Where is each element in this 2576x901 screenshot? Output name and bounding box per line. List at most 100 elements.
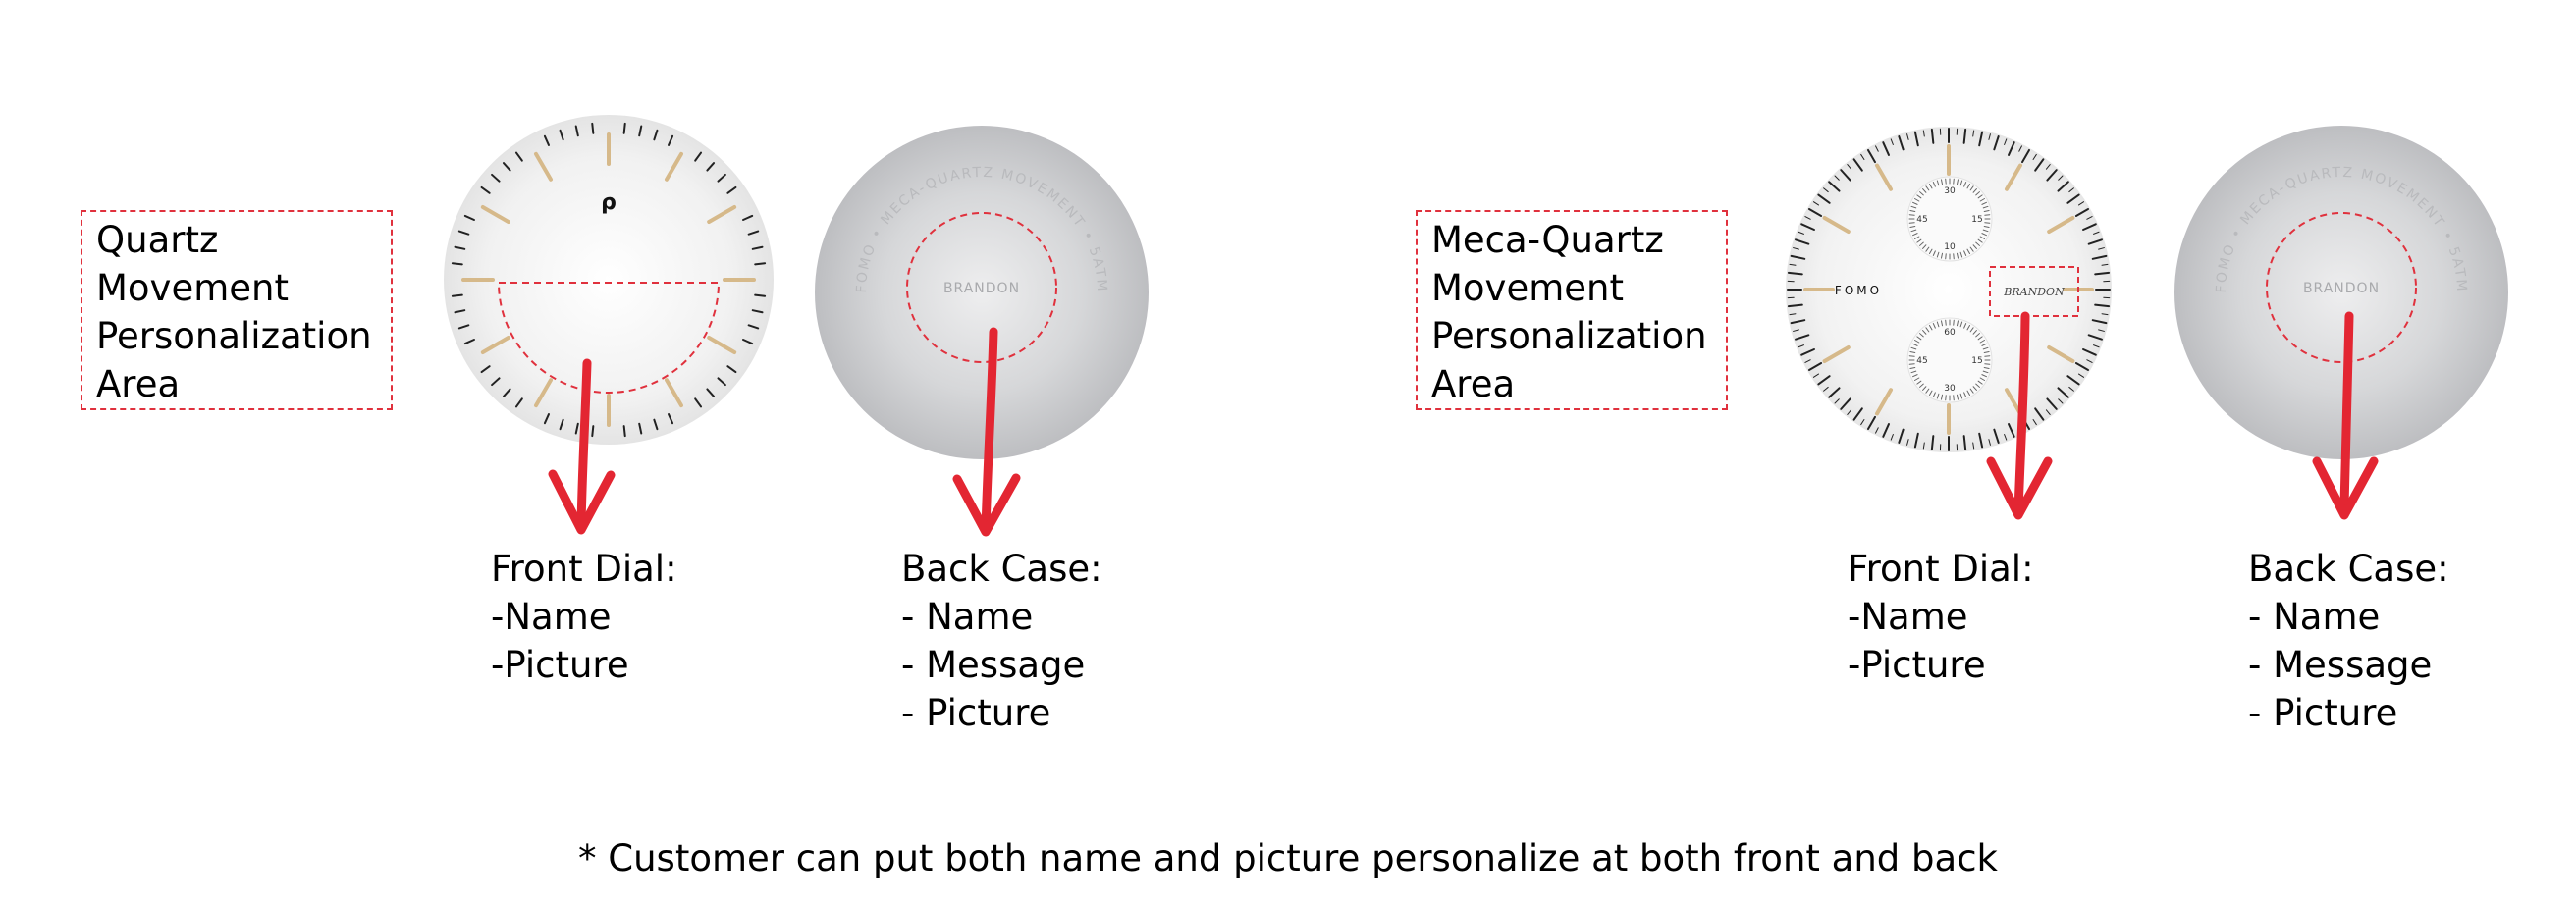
minute-tick: [591, 122, 595, 134]
minute-tick: [1789, 313, 1797, 316]
minute-tick: [1988, 133, 1991, 140]
minute-tick: [1945, 178, 1947, 185]
minute-tick: [1956, 394, 1959, 400]
minute-tick: [1953, 178, 1955, 185]
minute-tick: [1975, 383, 1980, 388]
minute-tick: [1890, 138, 1894, 145]
minute-tick: [2058, 398, 2064, 404]
personalization-zone-outline: [2266, 212, 2417, 363]
minute-tick: [454, 309, 466, 314]
footnote: * Customer can put both name and picture…: [578, 837, 1998, 879]
minute-ticks: [1787, 128, 2111, 451]
minute-tick: [1981, 233, 1987, 237]
hour-marker: [665, 378, 683, 408]
area-label-line: Personalization: [1431, 315, 1707, 357]
subdial-bottom: [1906, 317, 1993, 403]
minute-tick: [1979, 198, 1986, 202]
quartz-area-label: Quartz Movement Personalization Area: [80, 210, 393, 410]
dial-name: BRANDON: [2003, 286, 2065, 298]
minute-tick: [1962, 128, 1967, 144]
minute-ticks: [451, 122, 767, 438]
minute-tick: [1956, 320, 1959, 327]
minute-tick: [747, 230, 760, 236]
minute-tick: [1882, 423, 1890, 438]
meca-quartz-back-case-graphic: FOMO • MECA-QUARTZ MOVEMENT • 5ATM BRAND…: [2174, 126, 2508, 459]
minute-tick: [1930, 435, 1935, 451]
meca-quartz-front-dial-caption: Front Dial: -Name -Picture: [1848, 545, 2034, 689]
minute-tick: [2078, 373, 2085, 378]
quartz-back-case: FOMO • MECA-QUARTZ MOVEMENT • 5ATM BRAND…: [815, 126, 1149, 459]
minute-tick: [1925, 327, 1930, 333]
minute-tick: [1972, 330, 1977, 335]
case-surface: [815, 126, 1149, 459]
minute-tick: [2034, 407, 2045, 421]
minute-tick: [2087, 238, 2103, 245]
minute-tick: [1983, 209, 1990, 213]
minute-tick: [717, 377, 726, 387]
minute-tick: [1906, 439, 1909, 446]
minute-tick: [1940, 179, 1944, 186]
minute-tick: [1977, 238, 1983, 243]
minute-tick: [1993, 135, 2000, 151]
minute-tick: [1966, 324, 1970, 331]
minute-tick: [622, 425, 626, 438]
minute-tick: [1882, 141, 1890, 156]
minute-tick: [742, 339, 754, 345]
minute-tick: [1804, 359, 1811, 363]
minute-tick: [1916, 380, 1922, 385]
minute-tick: [559, 129, 564, 141]
minute-tick: [1925, 388, 1930, 394]
minute-tick: [1798, 231, 1804, 235]
minute-tick: [559, 418, 564, 431]
minute-tick: [1867, 148, 1876, 164]
minute-tick: [1906, 133, 1909, 140]
minute-tick: [1912, 233, 1918, 237]
subdial-bottom-label: 45: [1916, 356, 1927, 366]
minute-tick: [1972, 188, 1977, 193]
minute-tick: [463, 339, 475, 345]
minute-tick: [2046, 169, 2058, 182]
area-label-line: Movement: [1431, 267, 1624, 309]
caption-line: Front Dial:: [1848, 548, 2034, 590]
minute-tick: [1953, 319, 1955, 326]
minute-tick: [2004, 434, 2008, 441]
hour-marker: [2047, 216, 2075, 234]
subdial-bottom-label: 30: [1944, 384, 1956, 394]
minute-tick: [1982, 229, 1989, 233]
minute-tick: [2101, 313, 2109, 316]
area-label-line: Area: [1431, 363, 1516, 405]
minute-tick: [502, 162, 511, 172]
minute-tick: [2021, 148, 2030, 164]
minute-tick: [1909, 225, 1916, 229]
engraved-name: BRANDON: [943, 281, 1020, 296]
minute-tick: [1978, 432, 1984, 449]
hour-marker: [534, 378, 553, 408]
minute-tick: [2086, 216, 2093, 220]
minute-tick: [1969, 246, 1974, 252]
subdial-top: [1906, 176, 1993, 262]
minute-tick: [1940, 252, 1944, 259]
minute-tick: [1930, 128, 1935, 144]
minute-tick: [1898, 428, 1905, 444]
minute-tick: [1793, 247, 1799, 250]
minute-tick: [1982, 346, 1989, 350]
subdial-top-label: 10: [1944, 242, 1956, 252]
arrow-head: [548, 469, 616, 535]
minute-tick: [480, 365, 491, 374]
minute-tick: [1852, 158, 1863, 172]
minute-tick: [1913, 131, 1919, 147]
minute-tick: [1909, 366, 1916, 370]
minute-tick: [1966, 390, 1970, 397]
minute-tick: [1787, 303, 1803, 308]
caption-line: -Name: [1848, 596, 1968, 638]
minute-tick: [1982, 205, 1989, 209]
minute-tick: [591, 425, 595, 438]
hour-marker: [707, 205, 737, 224]
area-label-line: Meca-Quartz: [1431, 219, 1664, 261]
minute-tick: [1916, 194, 1922, 199]
minute-tick: [1969, 186, 1974, 191]
minute-tick: [1912, 343, 1918, 346]
minute-tick: [1963, 182, 1967, 187]
brand-wordmark: FOMO: [1835, 284, 1882, 297]
